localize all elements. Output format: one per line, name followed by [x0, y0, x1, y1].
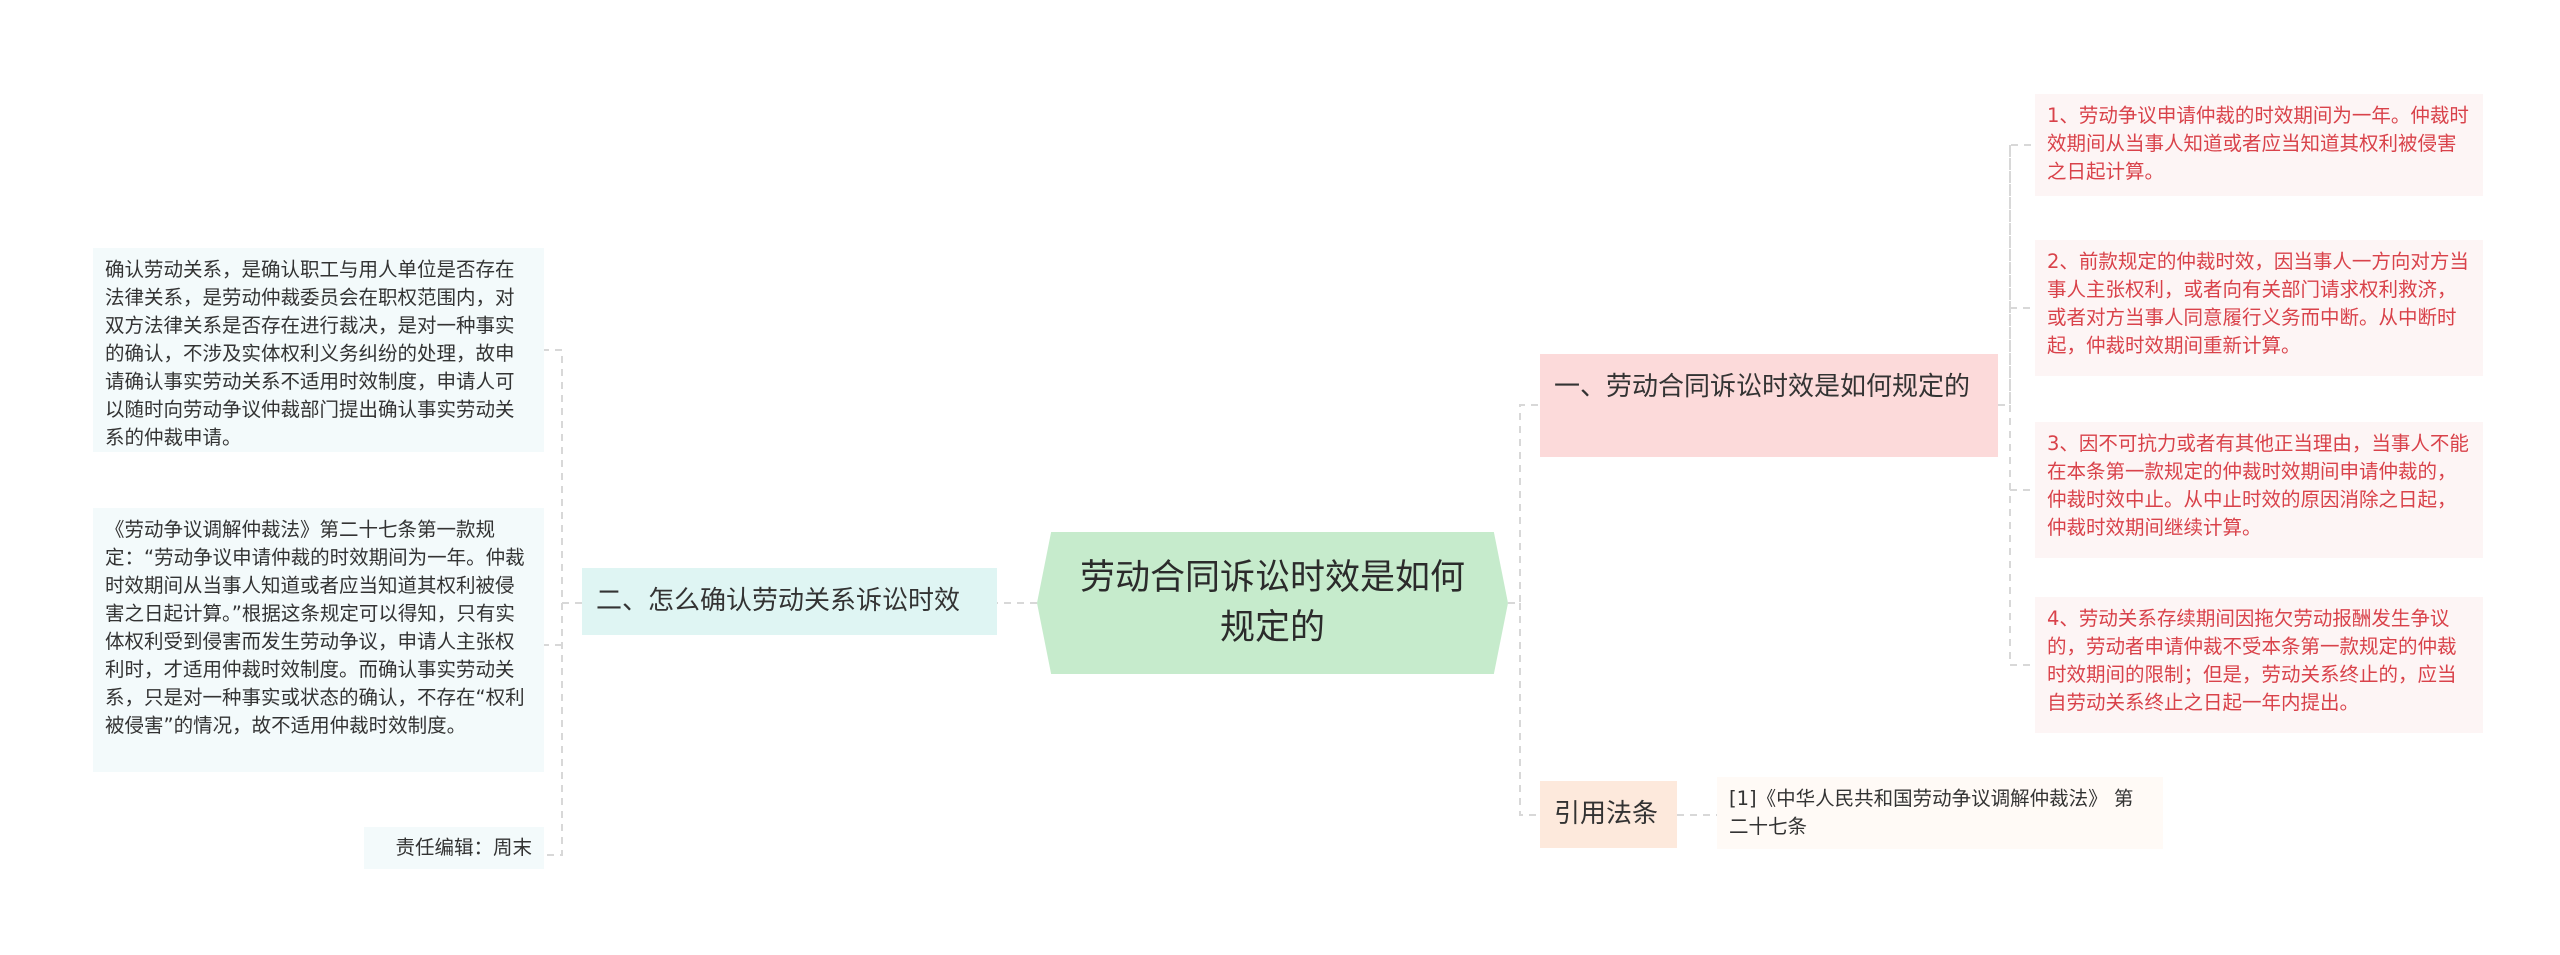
branch-title: 二、怎么确认劳动关系诉讼时效 — [596, 586, 961, 616]
citation-text: [1]《中华人民共和国劳动争议调解仲裁法》 第二十七条 — [1729, 787, 2134, 838]
central-topic[interactable]: 劳动合同诉讼时效是如何规定的 — [1037, 532, 1508, 674]
branch-how-limitation-defined[interactable]: 一、劳动合同诉讼时效是如何规定的 — [1540, 354, 1998, 457]
leaf-confirm-relation[interactable]: 确认劳动关系，是确认职工与用人单位是否存在法律关系，是劳动仲裁委员会在职权范围内… — [93, 248, 544, 452]
leaf-text: 2、前款规定的仲裁时效，因当事人一方向对方当事人主张权利，或者向有关部门请求权利… — [2047, 250, 2469, 357]
leaf-item-2[interactable]: 2、前款规定的仲裁时效，因当事人一方向对方当事人主张权利，或者向有关部门请求权利… — [2035, 240, 2483, 376]
branch-title: 一、劳动合同诉讼时效是如何规定的 — [1554, 372, 1971, 402]
branch-title: 引用法条 — [1554, 799, 1659, 829]
editor-text: 责任编辑：周末 — [395, 836, 532, 859]
leaf-text: 《劳动争议调解仲裁法》第二十七条第一款规定：“劳动争议申请仲裁的时效期间为一年。… — [105, 518, 525, 737]
leaf-law-article[interactable]: 《劳动争议调解仲裁法》第二十七条第一款规定：“劳动争议申请仲裁的时效期间为一年。… — [93, 508, 544, 772]
branch-confirm-labor-relation[interactable]: 二、怎么确认劳动关系诉讼时效 — [582, 568, 997, 635]
leaf-text: 1、劳动争议申请仲裁的时效期间为一年。仲裁时效期间从当事人知道或者应当知道其权利… — [2047, 104, 2469, 183]
leaf-text: 4、劳动关系存续期间因拖欠劳动报酬发生争议的，劳动者申请仲裁不受本条第一款规定的… — [2047, 607, 2457, 714]
leaf-text: 3、因不可抗力或者有其他正当理由，当事人不能在本条第一款规定的仲裁时效期间申请仲… — [2047, 432, 2469, 539]
branch-citation[interactable]: 引用法条 — [1540, 781, 1677, 848]
citation-item[interactable]: [1]《中华人民共和国劳动争议调解仲裁法》 第二十七条 — [1717, 777, 2163, 849]
leaf-item-1[interactable]: 1、劳动争议申请仲裁的时效期间为一年。仲裁时效期间从当事人知道或者应当知道其权利… — [2035, 94, 2483, 196]
leaf-editor[interactable]: 责任编辑：周末 — [364, 827, 544, 869]
leaf-item-3[interactable]: 3、因不可抗力或者有其他正当理由，当事人不能在本条第一款规定的仲裁时效期间申请仲… — [2035, 422, 2483, 558]
leaf-text: 确认劳动关系，是确认职工与用人单位是否存在法律关系，是劳动仲裁委员会在职权范围内… — [105, 258, 515, 449]
leaf-item-4[interactable]: 4、劳动关系存续期间因拖欠劳动报酬发生争议的，劳动者申请仲裁不受本条第一款规定的… — [2035, 597, 2483, 733]
central-topic-title: 劳动合同诉讼时效是如何规定的 — [1079, 558, 1465, 648]
